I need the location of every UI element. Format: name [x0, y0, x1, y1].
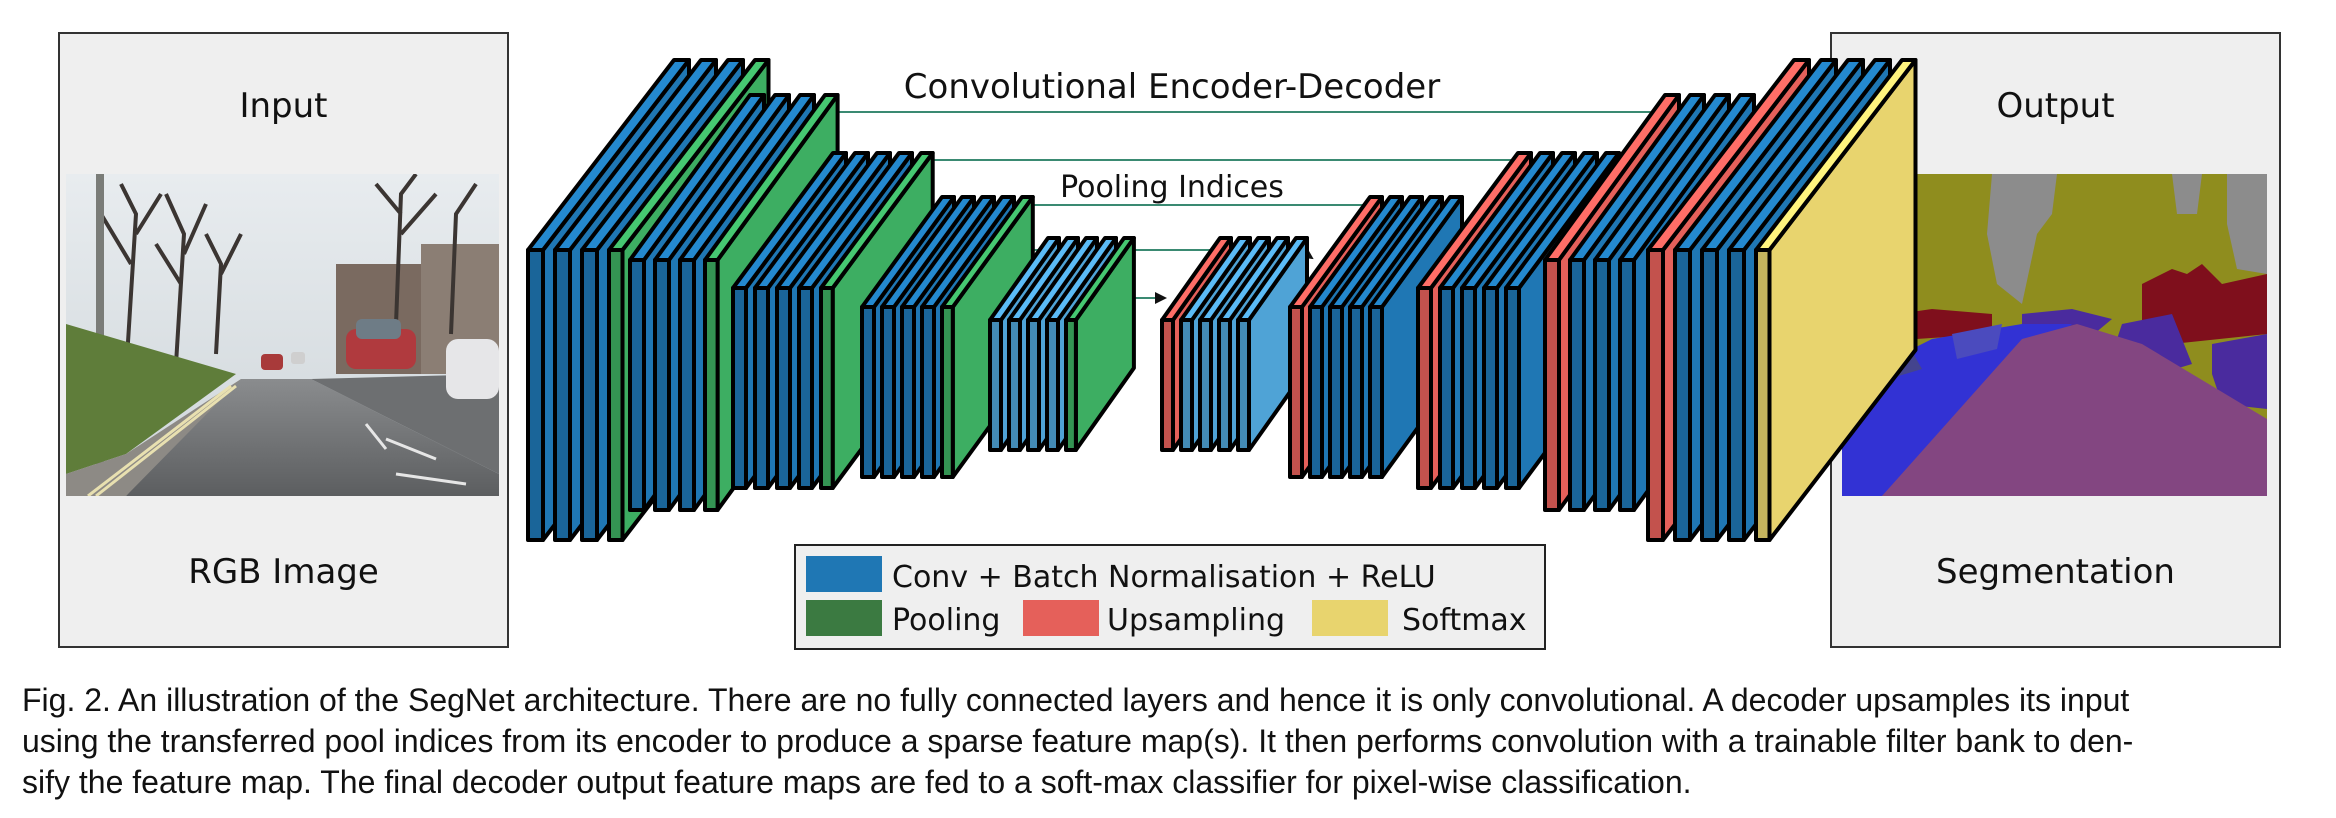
conv-layer	[775, 286, 792, 490]
conv-layer	[988, 318, 1003, 452]
conv-layer	[526, 248, 545, 542]
conv-layer	[1673, 248, 1692, 542]
conv-layer	[860, 305, 876, 479]
conv-layer	[1308, 305, 1324, 479]
pooling-layer	[607, 248, 625, 542]
conv-layer	[1700, 248, 1719, 542]
legend-swatch-pooling	[806, 600, 882, 636]
conv-layer	[628, 258, 646, 512]
softmax-layer	[1754, 248, 1772, 542]
conv-layer	[1348, 305, 1364, 479]
conv-layer	[553, 248, 572, 542]
legend-swatch-upsampling	[1023, 600, 1099, 636]
legend: Conv + Batch Normalisation + ReLU Poolin…	[794, 544, 1546, 650]
conv-layer	[900, 305, 916, 479]
conv-layer	[1328, 305, 1344, 479]
conv-layer	[1007, 318, 1022, 452]
conv-layer	[1593, 258, 1611, 512]
layer-stacks	[526, 58, 1918, 542]
conv-layer	[1438, 286, 1455, 490]
input-label: RGB Image	[188, 552, 379, 592]
input-title: Input	[239, 86, 328, 126]
conv-layer	[1179, 318, 1194, 452]
figure-caption: Fig. 2. An illustration of the SegNet ar…	[22, 680, 2322, 803]
pooling-layer	[703, 258, 720, 512]
legend-swatch-softmax	[1312, 600, 1388, 636]
upsampling-layer	[1416, 286, 1433, 490]
conv-layer	[1217, 318, 1232, 452]
conv-layer	[1618, 258, 1636, 512]
output-label: Segmentation	[1936, 552, 2175, 592]
upsampling-layer	[1160, 318, 1175, 452]
pooling-layer	[1064, 318, 1078, 452]
upsampling-layer	[1646, 248, 1665, 542]
pooling-indices-label: Pooling Indices	[1060, 170, 1284, 205]
conv-layer	[1460, 286, 1477, 490]
conv-layer	[653, 258, 671, 512]
conv-layer	[580, 248, 599, 542]
upsampling-layer	[1288, 305, 1304, 479]
legend-upsampling-label: Upsampling	[1107, 603, 1285, 638]
output-title: Output	[1996, 86, 2115, 126]
conv-layer	[1026, 318, 1041, 452]
pooling-layer	[940, 305, 955, 479]
legend-box	[794, 544, 1546, 650]
conv-layer	[1568, 258, 1586, 512]
conv-layer	[1236, 318, 1251, 452]
conv-layer	[1504, 286, 1521, 490]
conv-layer	[753, 286, 770, 490]
conv-layer	[678, 258, 696, 512]
rgb-street-image	[66, 174, 499, 496]
conv-layer	[1368, 305, 1384, 479]
pooling-layer	[819, 286, 835, 490]
encoder-decoder-label: Convolutional Encoder-Decoder	[904, 67, 1440, 107]
legend-pooling-label: Pooling	[892, 603, 1000, 638]
legend-conv-label: Conv + Batch Normalisation + ReLU	[892, 560, 1436, 595]
caption-line: using the transferred pool indices from …	[22, 723, 2134, 759]
upsampling-layer	[1543, 258, 1561, 512]
conv-layer	[1482, 286, 1499, 490]
conv-layer	[731, 286, 748, 490]
conv-layer	[1198, 318, 1213, 452]
conv-layer	[880, 305, 896, 479]
input-panel: Input	[58, 32, 509, 648]
segnet-diagram: Convolutional Encoder-Decoder Pooling In…	[526, 58, 1918, 650]
conv-layer	[797, 286, 814, 490]
conv-layer	[920, 305, 936, 479]
caption-line: sify the feature map. The final decoder …	[22, 764, 1692, 800]
legend-softmax-label: Softmax	[1402, 603, 1527, 638]
conv-layer	[1045, 318, 1060, 452]
conv-layer	[1727, 248, 1746, 542]
legend-swatch-conv	[806, 556, 882, 592]
caption-line: Fig. 2. An illustration of the SegNet ar…	[22, 682, 2130, 718]
